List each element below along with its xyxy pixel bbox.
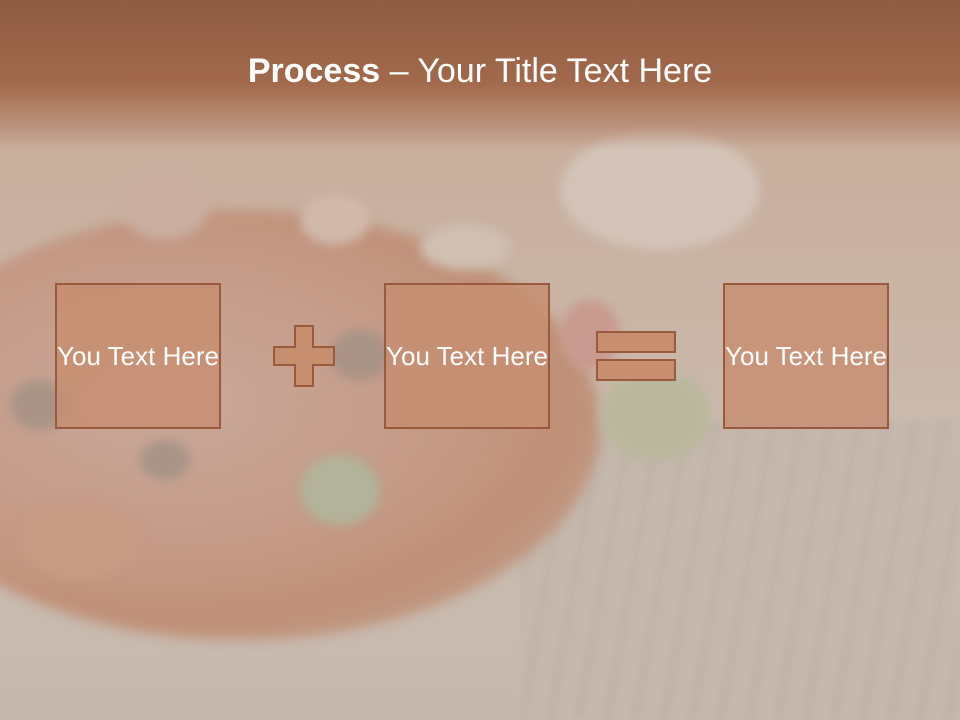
wooden-board — [520, 420, 960, 720]
process-box-3-label: You Text Here — [725, 341, 887, 371]
title-bar — [0, 0, 960, 150]
process-box-1-label: You Text Here — [57, 341, 219, 371]
title-bold: Process — [247, 52, 381, 90]
process-box-2-label: You Text Here — [386, 341, 548, 371]
process-box-3[interactable]: You Text Here — [723, 283, 889, 429]
slide-title[interactable]: Process – Your Title Text Here — [0, 52, 960, 91]
equals-icon — [596, 331, 676, 381]
plus-icon — [273, 325, 335, 387]
process-box-2[interactable]: You Text Here — [384, 283, 550, 429]
process-box-1[interactable]: You Text Here — [55, 283, 221, 429]
title-rest: – Your Title Text Here — [380, 52, 713, 90]
